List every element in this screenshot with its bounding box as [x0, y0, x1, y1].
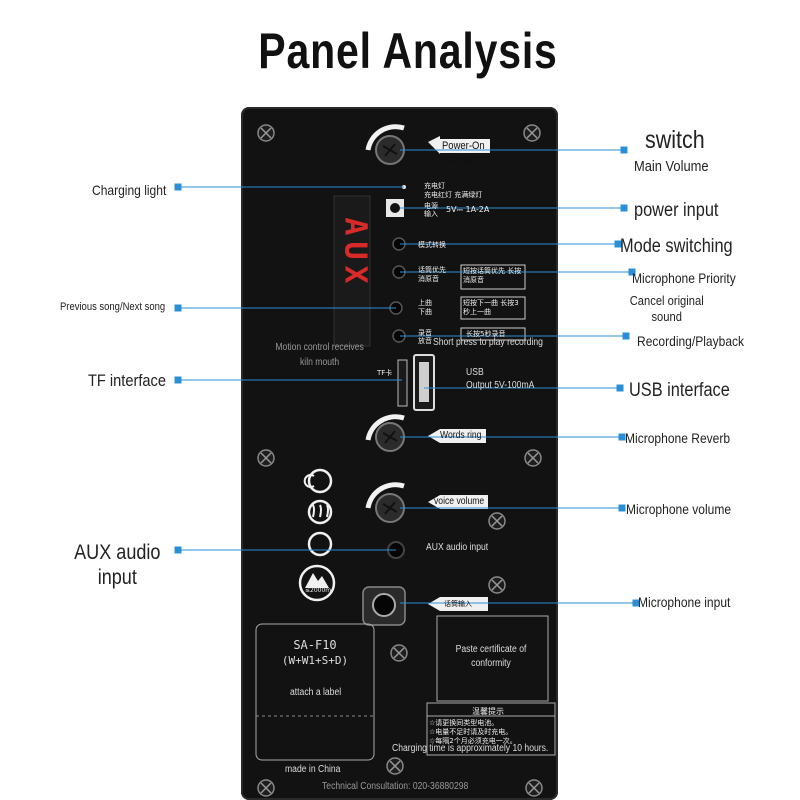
mode-cn: 模式转换 [418, 241, 446, 249]
mic-input-cn: 话筒输入 [444, 600, 472, 608]
warm-tips-box [426, 702, 556, 756]
callout-aux-audio-input: AUX audio input [74, 541, 161, 589]
prev-next-box-text: 短按下一曲 长按3秒上一曲 [463, 299, 519, 316]
paste-certificate-label: Paste certificate of conformity [455, 644, 527, 669]
charging-status-cn: 充电红灯 充满绿灯 [424, 191, 483, 199]
callout-microphone-priority: Microphone Priority [632, 270, 736, 286]
made-in-china-label: made in China [285, 764, 341, 775]
altitude-badge-text: ≤2000m [305, 587, 332, 594]
prev-next-desc-box [460, 296, 526, 320]
heat-cert-icon [307, 499, 333, 525]
mic-priority-desc-box [460, 264, 526, 290]
motion-control-label: Motion control receives kiln mouth [275, 342, 364, 368]
certificate-box [436, 615, 549, 702]
device-panel [241, 107, 558, 800]
label-box [255, 623, 375, 761]
tip1-cn: ☆请更换同类型电池。 [429, 719, 499, 727]
mic-priority-box-text: 短按话筒优先 长按消原音 [463, 267, 522, 284]
power-cn: 电源 输入 [424, 202, 438, 218]
callout-power-input: power input [634, 200, 719, 221]
main-volume-small-label: Main Volume [442, 157, 482, 166]
attach-label-text: attach a label [290, 687, 342, 698]
callout-prev-next-song: Previous song/Next song [60, 301, 166, 313]
callout-cancel-original-sound: Cancel original sound [629, 293, 704, 324]
callout-microphone-reverb: Microphone Reverb [625, 430, 731, 446]
short-press-record-label: Short press to play recording [433, 337, 543, 348]
callout-usb-interface: USB interface [629, 380, 730, 401]
mic-priority-cn: 话筒优先 消原音 [418, 266, 446, 283]
callout-mode-switching: Mode switching [620, 236, 733, 257]
charging-time-label: Charging time is approximately 10 hours. [392, 743, 549, 754]
page-title: Panel Analysis [258, 23, 558, 79]
ccc-cert-icon [307, 468, 333, 494]
callout-recording-playback: Recording/Playback [637, 333, 745, 349]
power-on-label: Power-On [442, 140, 485, 152]
power-spec: 5V⎓ 1A-2A [446, 205, 490, 214]
callout-tf-interface: TF interface [88, 371, 167, 390]
leader-lines [174, 146, 640, 607]
prev-next-cn: 上曲 下曲 [418, 299, 432, 316]
tip3-cn: ☆每隔2个月必须充电一次。 [429, 737, 517, 745]
tf-label: TF卡 [377, 369, 393, 377]
technical-consultation-label: Technical Consultation: 020-36880298 [322, 781, 469, 792]
usb-output-label: Output 5V-100mA [466, 380, 535, 391]
led-display [333, 195, 371, 347]
usb-label: USB [466, 367, 484, 378]
words-ring-label: Words ring [440, 430, 482, 441]
warm-tips-cn: 温馨提示 [472, 707, 504, 716]
callout-main-volume: Main Volume [634, 158, 709, 175]
recycle-10-icon [307, 531, 333, 557]
model-label: SA-F10 [293, 638, 337, 652]
tip2-cn: ☆电量不足时请及时充电。 [429, 728, 513, 736]
aux-audio-input-small-label: AUX audio input [426, 542, 489, 553]
model-config-label: (W+W1+S+D) [281, 654, 349, 667]
led-display-text: AUX [337, 217, 373, 290]
altitude-cert-icon [298, 564, 336, 602]
callout-charging-light: Charging light [92, 182, 167, 198]
charging-light-cn: 充电灯 [424, 182, 445, 190]
record-box-text: 长按5秒录音 [466, 330, 506, 338]
callout-microphone-input: Microphone input [638, 594, 731, 610]
tf-card-slot [397, 359, 408, 407]
voice-volume-label: voice volume [434, 496, 485, 507]
record-desc-box [460, 327, 526, 341]
callout-switch: switch [645, 126, 705, 154]
record-cn: 录音 放音 [418, 329, 432, 345]
callout-microphone-volume: Microphone volume [626, 501, 732, 517]
